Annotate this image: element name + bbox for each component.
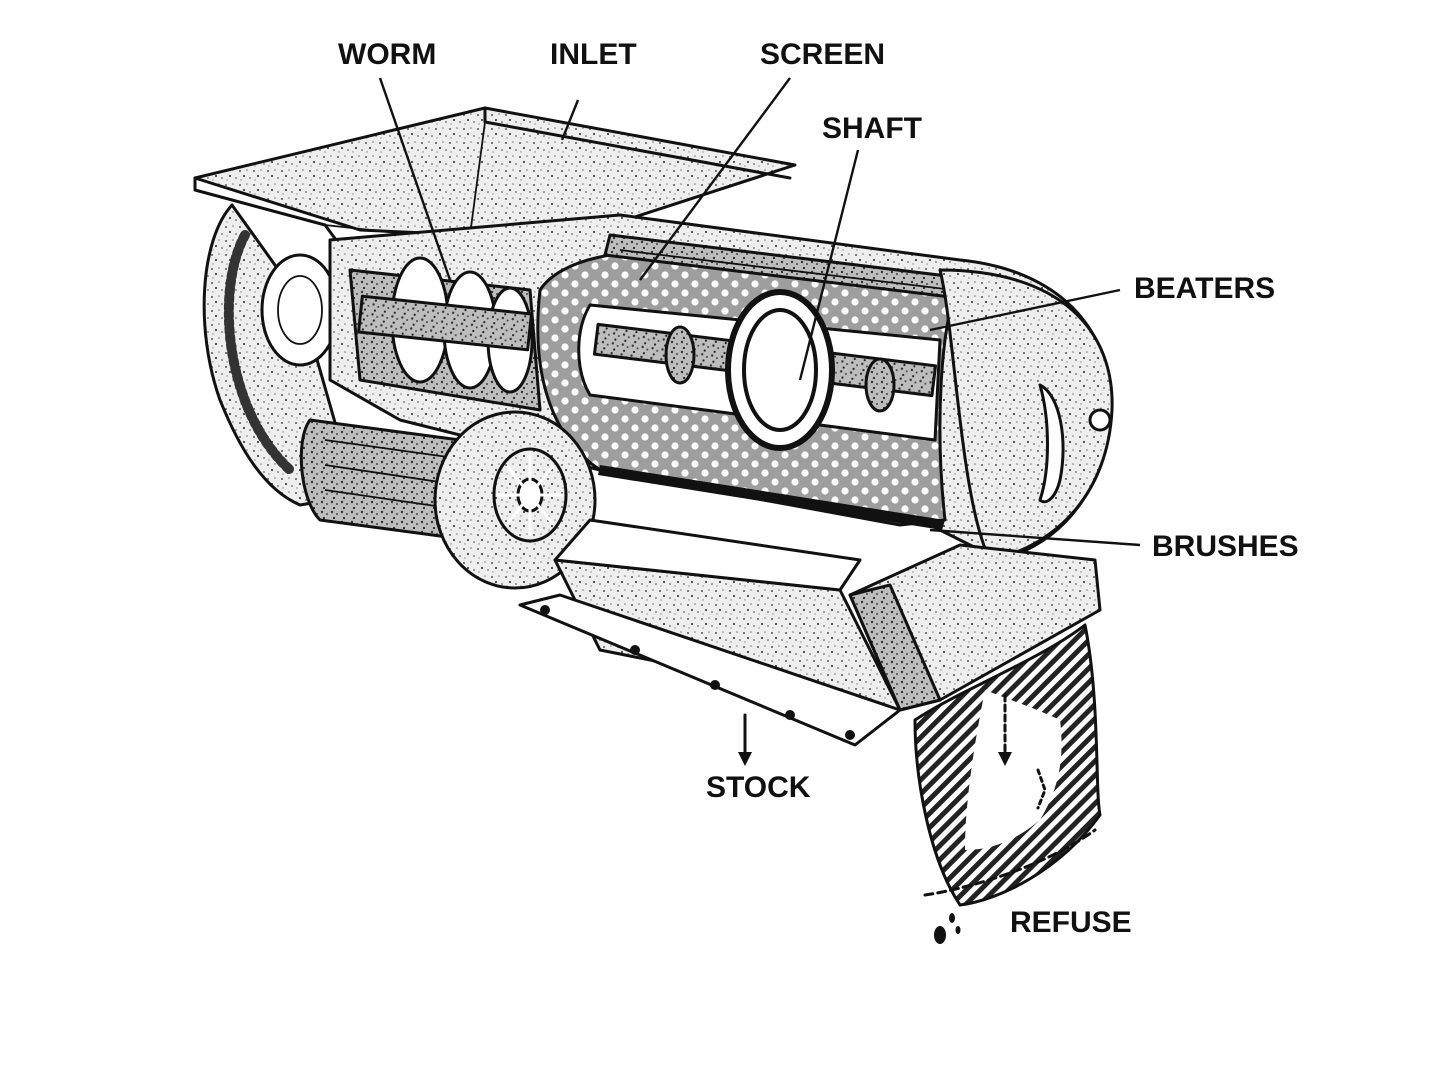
machine-illustration	[195, 108, 1112, 944]
label-beaters: BEATERS	[1134, 272, 1275, 305]
label-screen: SCREEN	[760, 38, 885, 71]
label-stock: STOCK	[706, 771, 811, 804]
label-inlet: INLET	[550, 38, 637, 71]
inlet-hopper	[195, 108, 795, 235]
drive-pulley	[262, 255, 338, 365]
label-worm: WORM	[338, 38, 436, 71]
label-refuse: REFUSE	[1010, 906, 1132, 939]
label-shaft: SHAFT	[822, 112, 922, 145]
refuse-drops	[934, 913, 961, 944]
label-brushes: BRUSHES	[1152, 530, 1299, 563]
